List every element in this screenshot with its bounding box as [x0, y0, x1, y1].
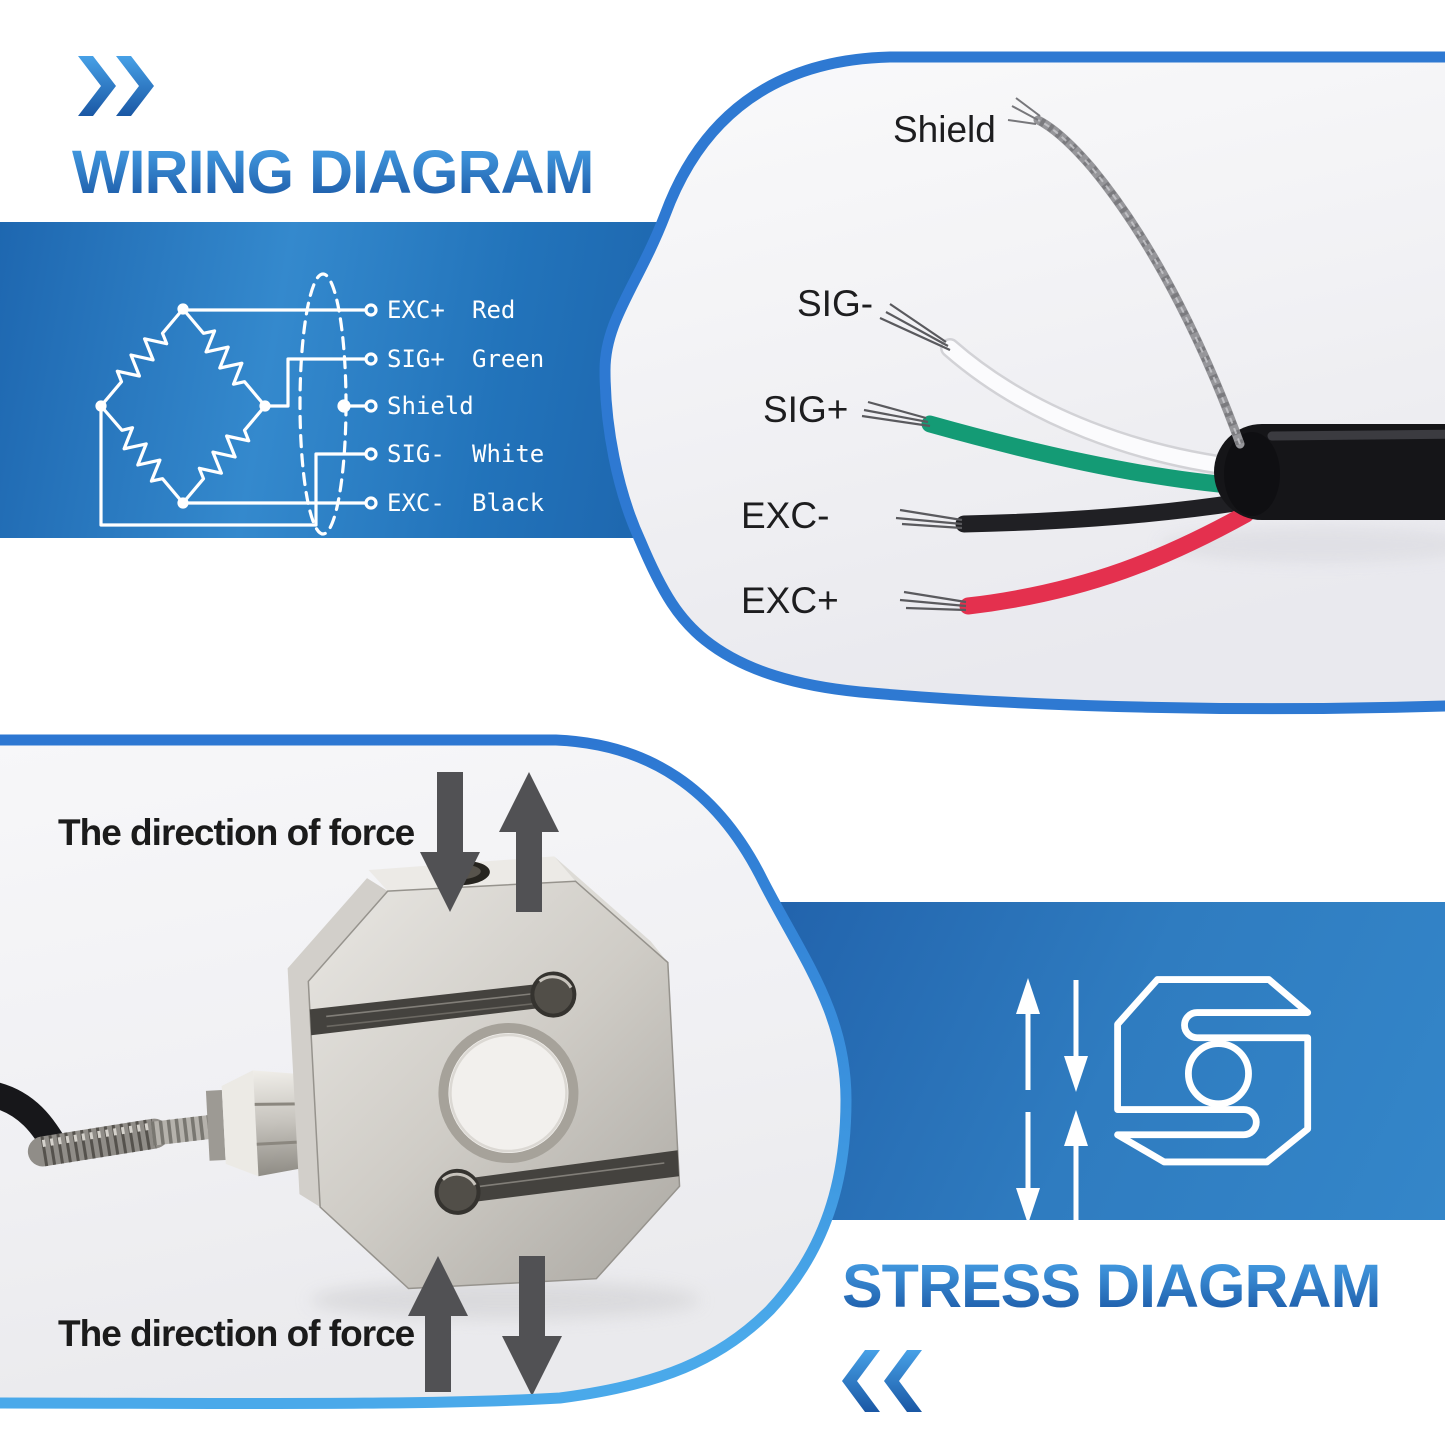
stress-band-icons [1016, 976, 1312, 1224]
arrow-down-icon [420, 772, 480, 912]
wire-black [955, 493, 1251, 533]
cable-label-sig-plus: SIG+ [763, 389, 848, 430]
cable-label-exc-minus: EXC- [741, 495, 829, 536]
cable-label-shield: Shield [893, 109, 996, 150]
arrow-down-icon [502, 1256, 562, 1396]
pin-color: Red [472, 296, 515, 324]
double-chevron-right-icon [78, 56, 154, 116]
pin-color: Black [472, 489, 545, 517]
shield-node-dot [337, 399, 351, 413]
cable-label-exc-plus: EXC+ [741, 580, 839, 621]
pin-signal: SIG- [387, 440, 445, 468]
lower-slot [456, 1150, 680, 1204]
stress-diagram-title: STRESS DIAGRAM [842, 1252, 1381, 1320]
pin-signal: EXC- [387, 489, 445, 517]
wiring-diagram-title: WIRING DIAGRAM [72, 138, 594, 206]
arrow-up-icon [499, 772, 559, 912]
pin-color: Green [472, 345, 544, 373]
force-direction-arrows-bottom-icon [408, 1256, 562, 1396]
pin-signal: Shield [387, 392, 474, 420]
pin-color: White [472, 440, 544, 468]
sig-plus-wire [263, 357, 368, 408]
sig-minus-wire [99, 404, 368, 527]
load-cell-photo: The direction of force The direction of … [0, 734, 852, 1410]
wire-green [921, 415, 1249, 495]
s-type-load-cell-outline-icon [1114, 976, 1312, 1166]
load-cell-shadow [310, 1280, 700, 1320]
cable-label-sig-minus: SIG- [797, 283, 873, 324]
chevron-left-icon [884, 1350, 922, 1412]
chevron-right-icon [116, 56, 154, 116]
cable-photo-border [599, 51, 1445, 715]
pin-signal: SIG+ [387, 345, 445, 373]
wire-white [942, 340, 1250, 476]
wheatstone-bridge-icon [95, 272, 378, 536]
double-chevron-left-icon [842, 1350, 922, 1412]
force-photo-border [0, 734, 852, 1410]
cable-photo: Shield SIG- SIG+ EXC- EXC+ [599, 51, 1445, 715]
arrow-up-icon [408, 1256, 468, 1392]
force-direction-label-top: The direction of force [58, 812, 415, 853]
wiring-schematic-panel: EXC+ Red SIG+ Green Shield SIG- White EX… [0, 222, 680, 538]
cable-photo-background [605, 57, 1445, 709]
wire-red [959, 505, 1255, 615]
chevron-left-icon [842, 1350, 880, 1412]
wheatstone-bridge-schematic: EXC+ Red SIG+ Green Shield SIG- White EX… [95, 272, 545, 536]
s-type-load-cell [0, 856, 681, 1290]
chevron-right-icon [78, 56, 116, 116]
pin-signal: EXC+ [387, 296, 445, 324]
cable-shadow [1160, 527, 1445, 563]
stress-arrows-icon [1016, 978, 1088, 1224]
wire-shield [1007, 97, 1245, 449]
bare-wire-strands [861, 303, 967, 612]
center-bore [438, 1023, 579, 1164]
force-direction-label-bottom: The direction of force [58, 1313, 415, 1354]
force-direction-arrows-top-icon [420, 772, 559, 912]
